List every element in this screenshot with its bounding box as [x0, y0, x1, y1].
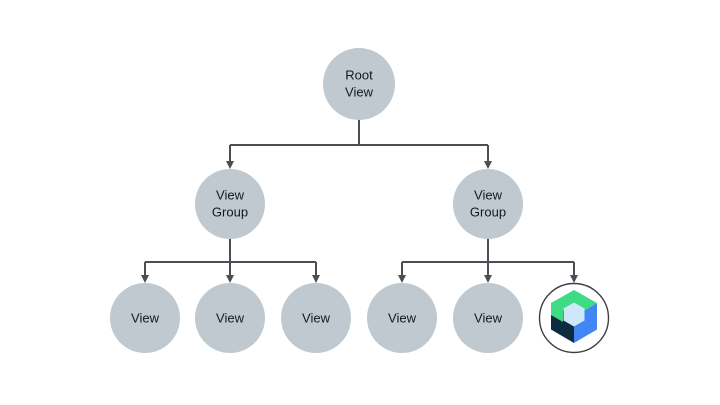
node-view-2-label: View [216, 310, 245, 325]
node-view-group-left-circle[interactable] [195, 169, 265, 239]
node-view-group-left-label-line1: View [216, 187, 245, 202]
edge-group-right-children [398, 239, 578, 283]
node-root-view[interactable]: Root View [323, 48, 395, 120]
node-view-group-right-circle[interactable] [453, 169, 523, 239]
edge-group-left-children [141, 239, 320, 283]
arrowhead-view-5 [484, 275, 492, 283]
node-view-1[interactable]: View [110, 283, 180, 353]
node-view-4[interactable]: View [367, 283, 437, 353]
node-view-group-left-label-line2: Group [212, 204, 248, 219]
node-view-3[interactable]: View [281, 283, 351, 353]
compose-logo-right-face [574, 303, 597, 343]
arrowhead-view-3 [312, 275, 320, 283]
node-root-view-label-line2: View [345, 84, 374, 99]
node-compose[interactable] [538, 282, 610, 354]
arrowhead-group-right [484, 161, 492, 169]
edge-group-root-to-groups [226, 120, 492, 169]
node-view-5[interactable]: View [453, 283, 523, 353]
node-view-3-label: View [302, 310, 331, 325]
compose-logo-green-edge [551, 303, 563, 322]
arrowhead-view-4 [398, 275, 406, 283]
arrowhead-view-1 [141, 275, 149, 283]
node-view-2[interactable]: View [195, 283, 265, 353]
node-view-1-label: View [131, 310, 160, 325]
node-view-group-right[interactable]: View Group [453, 169, 523, 239]
arrowhead-view-2 [226, 275, 234, 283]
node-view-group-left[interactable]: View Group [195, 169, 265, 239]
node-view-4-label: View [388, 310, 417, 325]
node-view-1-circle[interactable] [110, 283, 180, 353]
node-view-5-label: View [474, 310, 503, 325]
node-view-group-right-label-line1: View [474, 187, 503, 202]
node-view-4-circle[interactable] [367, 283, 437, 353]
node-view-2-circle[interactable] [195, 283, 265, 353]
node-root-view-circle[interactable] [323, 48, 395, 120]
node-root-view-label-line1: Root [345, 67, 373, 82]
arrowhead-group-left [226, 161, 234, 169]
node-view-5-circle[interactable] [453, 283, 523, 353]
compose-logo-center-hex [563, 302, 585, 327]
node-view-3-circle[interactable] [281, 283, 351, 353]
arrowhead-compose-node [570, 275, 578, 283]
jetpack-compose-logo-icon [551, 290, 597, 343]
node-view-group-right-label-line2: Group [470, 204, 506, 219]
